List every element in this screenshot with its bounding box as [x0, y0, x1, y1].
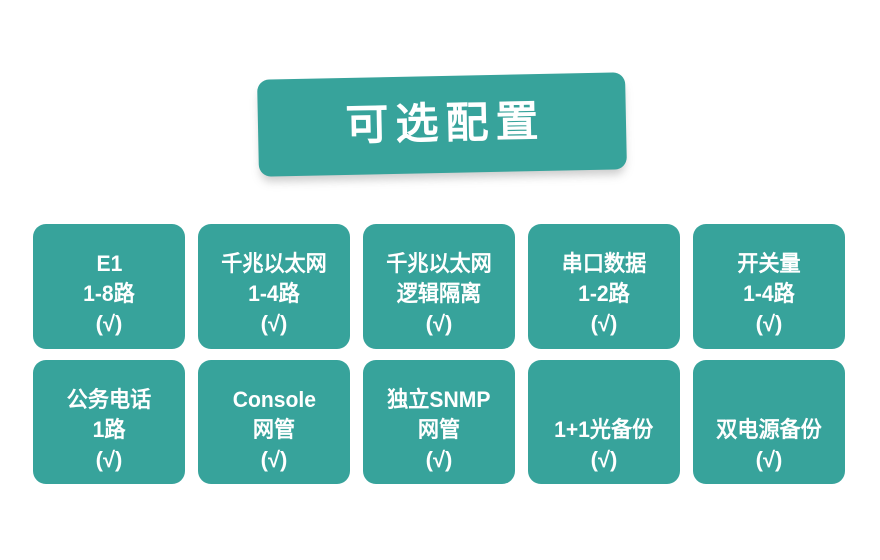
banner-title: 可选配置	[345, 97, 546, 150]
card-check-mark: (√)	[590, 447, 618, 472]
card-row-1: E1 1-8路 (√) 千兆以太网 1-4路 (√) 千兆以太网 逻辑隔离 (√…	[33, 224, 847, 349]
config-card-dual-power-backup[interactable]: 双电源备份 (√)	[693, 360, 845, 484]
card-check-mark: (√)	[425, 447, 453, 472]
card-row-2: 公务电话 1路 (√) Console 网管 (√) 独立SNMP 网管 (√)…	[33, 360, 847, 484]
card-check-mark: (√)	[95, 311, 123, 336]
card-line-2: 1-2路	[578, 281, 630, 306]
card-check-mark: (√)	[755, 311, 783, 336]
card-line-1: E1	[96, 251, 122, 276]
card-line-1: 千兆以太网	[386, 251, 492, 276]
card-line-2: 1-4路	[743, 281, 795, 306]
config-card-gigabit-ethernet[interactable]: 千兆以太网 1-4路 (√)	[198, 224, 350, 349]
card-check-mark: (√)	[425, 311, 453, 336]
optional-configuration-banner: 可选配置	[257, 72, 627, 177]
config-card-console-management[interactable]: Console 网管 (√)	[198, 360, 350, 484]
card-check-mark: (√)	[95, 447, 123, 472]
card-line-2: 双电源备份	[716, 417, 822, 442]
config-card-service-telephone[interactable]: 公务电话 1路 (√)	[33, 360, 185, 484]
configuration-card-grid: E1 1-8路 (√) 千兆以太网 1-4路 (√) 千兆以太网 逻辑隔离 (√…	[33, 224, 847, 484]
card-line-2: 1-8路	[83, 281, 135, 306]
card-line-2: 1-4路	[248, 281, 300, 306]
config-card-optical-1plus1-backup[interactable]: 1+1光备份 (√)	[528, 360, 680, 484]
config-card-gigabit-ethernet-logical-isolation[interactable]: 千兆以太网 逻辑隔离 (√)	[363, 224, 515, 349]
card-line-1: 开关量	[737, 251, 801, 276]
config-card-serial-data[interactable]: 串口数据 1-2路 (√)	[528, 224, 680, 349]
card-line-1: Console	[232, 387, 316, 412]
card-check-mark: (√)	[260, 311, 288, 336]
config-card-switching-value[interactable]: 开关量 1-4路 (√)	[693, 224, 845, 349]
card-line-1: 串口数据	[561, 251, 647, 276]
card-line-1: 公务电话	[66, 387, 152, 412]
card-check-mark: (√)	[590, 311, 618, 336]
card-line-2: 网管	[252, 417, 296, 442]
banner-section: 可选配置	[0, 0, 880, 200]
card-check-mark: (√)	[260, 447, 288, 472]
config-card-e1[interactable]: E1 1-8路 (√)	[33, 224, 185, 349]
config-card-independent-snmp-management[interactable]: 独立SNMP 网管 (√)	[363, 360, 515, 484]
card-line-2: 网管	[417, 417, 461, 442]
card-check-mark: (√)	[755, 447, 783, 472]
card-line-1: 千兆以太网	[221, 251, 327, 276]
card-line-2: 1+1光备份	[554, 417, 654, 442]
card-line-2: 1路	[92, 417, 126, 442]
card-line-2: 逻辑隔离	[396, 281, 482, 306]
card-line-1: 独立SNMP	[387, 387, 491, 412]
